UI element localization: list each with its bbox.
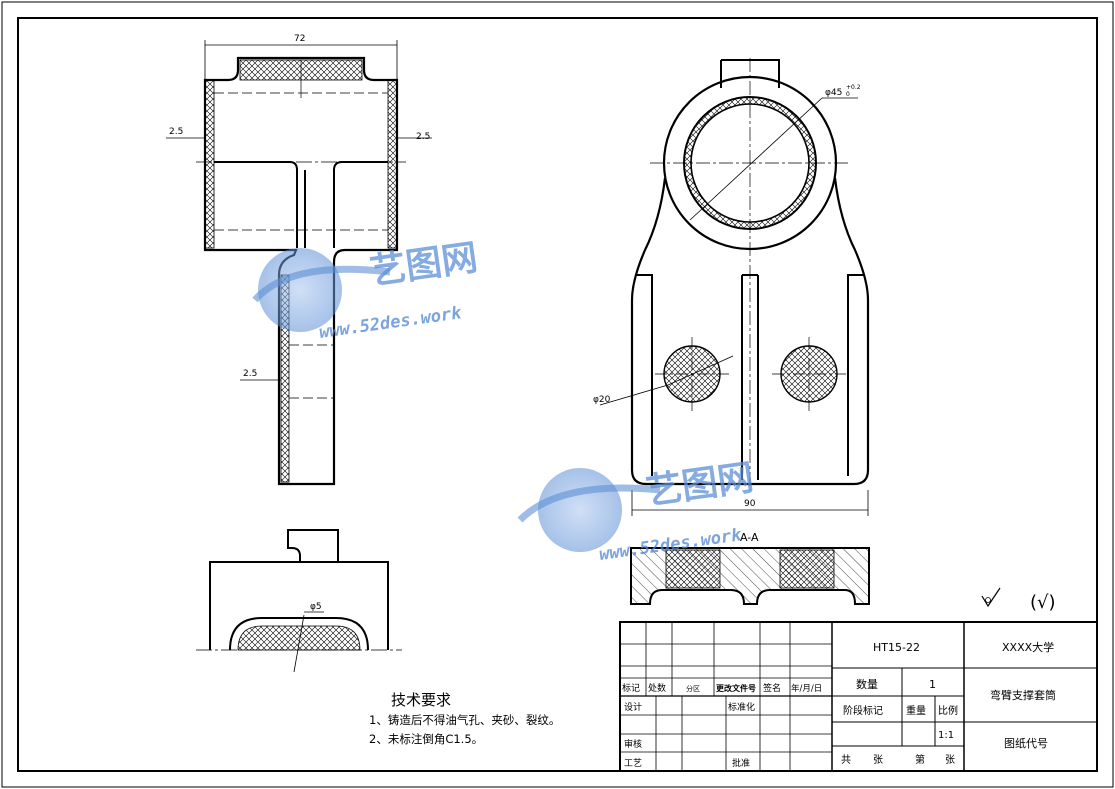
tb-rev-h-1: 处数 — [648, 682, 666, 694]
watermark-1-url: www.52des.work — [318, 303, 463, 343]
tb-scale: 1:1 — [938, 730, 954, 741]
tb-scale-label: 比例 — [938, 704, 958, 717]
tb-rev-h-5: 年/月/日 — [791, 683, 822, 694]
tech-req-title: 技术要求 — [391, 691, 451, 709]
side-view — [599, 58, 870, 516]
dim-bore-main: φ45 — [825, 88, 842, 98]
tb-process: 工艺 — [624, 758, 642, 769]
title-block — [619, 621, 1098, 772]
watermark-2-brand: 艺图网 — [644, 457, 757, 513]
left-dimensions — [166, 40, 432, 381]
section-aa-view — [630, 547, 870, 605]
tb-total-label: 共 — [841, 754, 851, 766]
tb-part-name: 弯臂支撑套筒 — [990, 688, 1056, 702]
inner-frame — [17, 17, 1098, 772]
dim-left-wall: 2.5 — [169, 127, 183, 137]
watermark-1-brand: 艺图网 — [368, 237, 481, 293]
tb-page-unit: 张 — [945, 754, 955, 766]
tb-drawing-code: 图纸代号 — [1004, 737, 1048, 750]
tb-rev-h-2: 分区 — [686, 684, 700, 693]
dim-bore-tol-upper: +0.2 — [846, 84, 861, 91]
tb-approve: 批准 — [732, 757, 750, 769]
tb-quantity-label: 数量 — [856, 678, 878, 691]
section-label: A-A — [740, 531, 759, 544]
roughness-paren: (√) — [1030, 592, 1056, 613]
tb-stage-label: 阶段标记 — [843, 704, 883, 717]
tb-page-label: 第 — [915, 753, 925, 766]
tb-rev-h-4: 签名 — [763, 682, 781, 694]
tech-req-item-1: 1、铸造后不得油气孔、夹砂、裂纹。 — [369, 713, 560, 727]
tb-review: 审核 — [624, 738, 642, 750]
tb-rev-h-3: 更改文件号 — [716, 683, 756, 693]
tb-standard: 标准化 — [728, 701, 755, 713]
tb-school: XXXX大学 — [1002, 640, 1054, 654]
tech-req-item-2: 2、未标注倒角C1.5。 — [369, 732, 483, 746]
dim-stem-wall: 2.5 — [243, 369, 257, 379]
watermark-1: 艺图网 www.52des.work — [252, 237, 481, 343]
tb-design: 设计 — [624, 701, 642, 713]
tb-rev-h-0: 标记 — [622, 682, 640, 694]
roughness-symbol — [981, 587, 1001, 608]
dim-pin-dia: φ20 — [593, 395, 611, 405]
tb-weight-label: 重量 — [906, 704, 926, 717]
dim-top-width: 72 — [294, 34, 305, 44]
tb-material: HT15-22 — [873, 641, 920, 654]
dim-base-width: 90 — [744, 499, 756, 509]
dim-bore-tol-lower: 0 — [846, 91, 850, 98]
bottom-detail-view — [196, 529, 402, 673]
tb-quantity: 1 — [929, 678, 936, 691]
dim-right-wall: 2.5 — [416, 132, 430, 142]
dim-hole-small: φ5 — [310, 602, 322, 612]
tb-sheet-unit: 张 — [873, 754, 883, 766]
